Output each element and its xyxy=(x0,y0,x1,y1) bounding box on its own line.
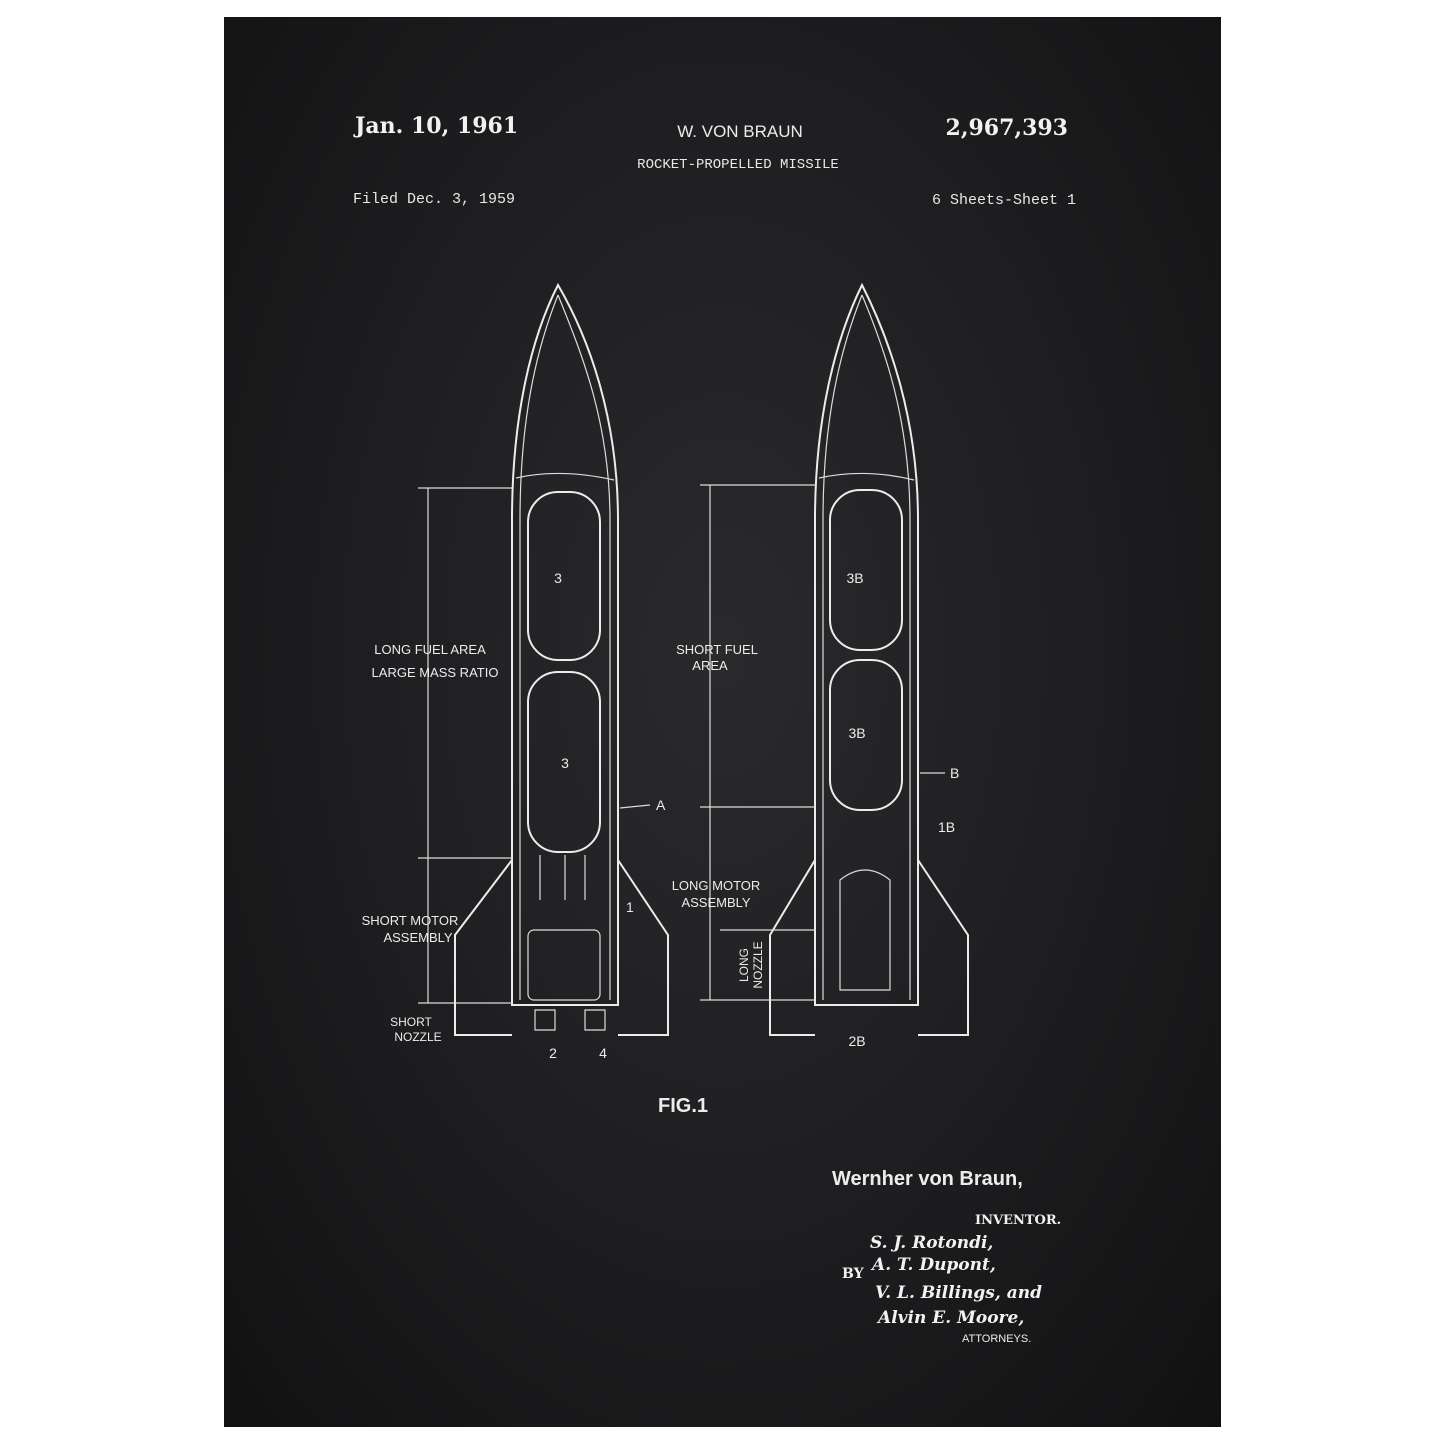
ref-4: 4 xyxy=(599,1045,607,1061)
patent-date: Jan. 10, 1961 xyxy=(353,113,518,139)
ref-1b: 1B xyxy=(938,819,955,835)
rocket-left xyxy=(418,282,669,1036)
short-nozzle-label-1: SHORT xyxy=(390,1015,432,1029)
left-tank-upper-label: 3 xyxy=(554,570,562,586)
long-nozzle-label-2: NOZZLE xyxy=(751,941,765,988)
left-tank-lower-label: 3 xyxy=(561,755,569,771)
ref-a: A xyxy=(656,797,666,813)
by-label: BY xyxy=(842,1266,865,1282)
attorney-signature: S. J. Rotondi, xyxy=(870,1233,993,1253)
long-fuel-area-label: LONG FUEL AREA xyxy=(374,642,486,657)
figure-caption: FIG.1 xyxy=(658,1095,708,1117)
patent-number: 2,967,393 xyxy=(946,115,1068,141)
inventor-short: W. VON BRAUN xyxy=(677,122,803,141)
filed-date: Filed Dec. 3, 1959 xyxy=(353,191,515,208)
patent-poster xyxy=(224,17,1221,1427)
ref-b: B xyxy=(950,765,959,781)
attorney-signature: Alvin E. Moore, xyxy=(876,1308,1024,1328)
patent-title: ROCKET-PROPELLED MISSILE xyxy=(637,157,839,173)
right-tank-upper-label: 3B xyxy=(846,570,863,586)
short-fuel-label: SHORT FUEL xyxy=(676,642,758,657)
ref-2: 2 xyxy=(549,1045,557,1061)
right-tank-lower-label: 3B xyxy=(848,725,865,741)
attorney-signature: V. L. Billings, and xyxy=(875,1283,1042,1303)
short-fuel-area-label: AREA xyxy=(692,658,728,673)
ref-2b: 2B xyxy=(848,1033,865,1049)
long-motor-assembly-label: ASSEMBLY xyxy=(681,895,750,910)
sheet-count: 6 Sheets-Sheet 1 xyxy=(932,192,1076,209)
rocket-right xyxy=(700,282,969,1036)
long-nozzle-label-1: LONG xyxy=(737,948,751,982)
attorneys-role: ATTORNEYS. xyxy=(962,1333,1031,1345)
long-motor-label: LONG MOTOR xyxy=(672,878,761,893)
short-motor-assembly-label: ASSEMBLY xyxy=(383,930,452,945)
attorney-signature: A. T. Dupont, xyxy=(870,1255,996,1275)
inventor-name: Wernher von Braun, xyxy=(832,1168,1023,1190)
short-nozzle-label-2: NOZZLE xyxy=(394,1030,441,1044)
inventor-role: INVENTOR. xyxy=(975,1213,1061,1228)
short-motor-label: SHORT MOTOR xyxy=(362,913,459,928)
ref-1: 1 xyxy=(626,899,634,915)
large-mass-ratio-label: LARGE MASS RATIO xyxy=(372,665,499,680)
